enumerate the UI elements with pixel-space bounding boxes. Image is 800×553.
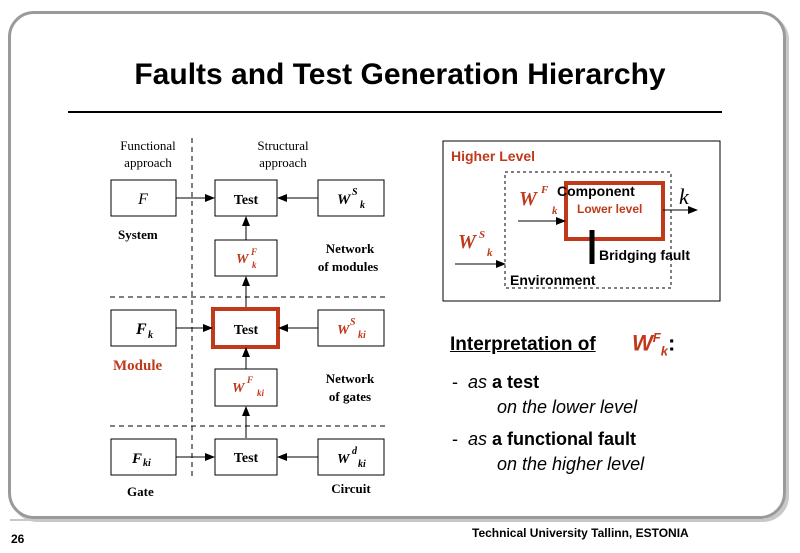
module-wf-box [214, 368, 278, 407]
right-ws-text: W [458, 231, 477, 253]
system-ws-box [317, 179, 385, 217]
network-modules-1: Network [326, 241, 375, 256]
system-test-box [214, 179, 278, 217]
interpretation-heading: Interpretation of [450, 334, 596, 355]
module-f-sub: k [148, 330, 153, 341]
module-ws-sub: ki [358, 330, 366, 341]
system-ws-sup: S [352, 187, 358, 198]
gate-wd-sup: d [352, 446, 358, 457]
system-f-box [110, 179, 177, 217]
system-wf-text: W [236, 252, 250, 267]
gate-wd-text: W [337, 452, 351, 467]
footer-organization: Technical University Tallinn, ESTONIA [472, 526, 689, 540]
gate-label: Gate [127, 484, 154, 499]
gate-f-text: F [131, 451, 142, 467]
interp-item-2-as: as [468, 429, 488, 449]
slide-frame [8, 11, 786, 519]
environment-box [504, 171, 672, 289]
gate-test-text: Test [234, 451, 259, 466]
module-ws-text: W [337, 323, 351, 338]
interp-colon: : [667, 330, 676, 356]
page-number: 26 [11, 532, 25, 546]
interp-w-base: W [632, 330, 653, 356]
module-wf-sub: ki [257, 388, 265, 398]
right-ws-sub: k [487, 247, 493, 259]
environment-label: Environment [510, 272, 596, 288]
module-test-text: Test [234, 323, 259, 338]
component-box [564, 181, 665, 241]
interp-item-1-as: as [468, 372, 488, 392]
interp-w-sup: F [652, 330, 661, 345]
functional-label-1: Functional [120, 138, 176, 153]
module-ws-box [317, 309, 385, 347]
structural-label-1: Structural [257, 138, 309, 153]
right-wf-sub: k [552, 205, 558, 217]
system-ws-text: W [337, 192, 352, 208]
system-test-text: Test [234, 193, 259, 208]
component-label: Component [557, 183, 635, 199]
system-f-text: F [137, 191, 148, 208]
module-label: Module [113, 358, 163, 374]
interp-item-2-dash: - [452, 429, 458, 449]
interp-item-1-sub: on the lower level [497, 397, 638, 417]
functional-label-2: approach [124, 155, 172, 170]
interp-item-1-bold: a test [492, 372, 540, 392]
circuit-label: Circuit [331, 481, 371, 496]
right-wf-text: W [519, 188, 538, 210]
gate-f-sub: ki [143, 458, 151, 469]
bridging-fault-label: Bridging fault [599, 247, 690, 263]
right-wf-sup: F [540, 184, 549, 196]
network-gates-1: Network [326, 371, 375, 386]
interp-item-1-dash: - [452, 372, 458, 392]
interp-item-2-bold: a functional fault [492, 429, 637, 449]
footer-line [10, 519, 700, 521]
system-ws-sub: k [360, 200, 365, 211]
right-ws-sup: S [479, 229, 485, 241]
higher-level-label: Higher Level [451, 148, 535, 164]
network-gates-2: of gates [329, 389, 371, 404]
interp-item-2: - as a functional fault [452, 429, 636, 450]
k-label: k [679, 184, 690, 209]
module-wf-text: W [232, 381, 246, 396]
module-f-box [110, 309, 177, 347]
system-wf-sup: F [250, 247, 257, 257]
interp-item-2-sub: on the higher level [497, 454, 645, 474]
gate-test-box [214, 438, 278, 476]
system-label: System [118, 227, 158, 242]
interpretation-w: WFk: [632, 330, 675, 359]
module-f-text: F [135, 321, 147, 338]
lower-level-label: Lower level [577, 202, 642, 216]
module-ws-sup: S [350, 317, 356, 328]
module-wf-sup: F [246, 375, 253, 385]
network-modules-2: of modules [318, 259, 378, 274]
slide-title: Faults and Test Generation Hierarchy [134, 58, 666, 91]
structural-label-2: approach [259, 155, 307, 170]
gate-wd-box [317, 438, 385, 476]
title-rule [68, 111, 722, 113]
gate-f-box [110, 438, 177, 476]
system-wf-sub: k [252, 260, 257, 270]
interp-w-sub: k [660, 343, 668, 359]
gate-wd-sub: ki [358, 459, 366, 470]
interp-item-1: - as a test [452, 372, 539, 393]
